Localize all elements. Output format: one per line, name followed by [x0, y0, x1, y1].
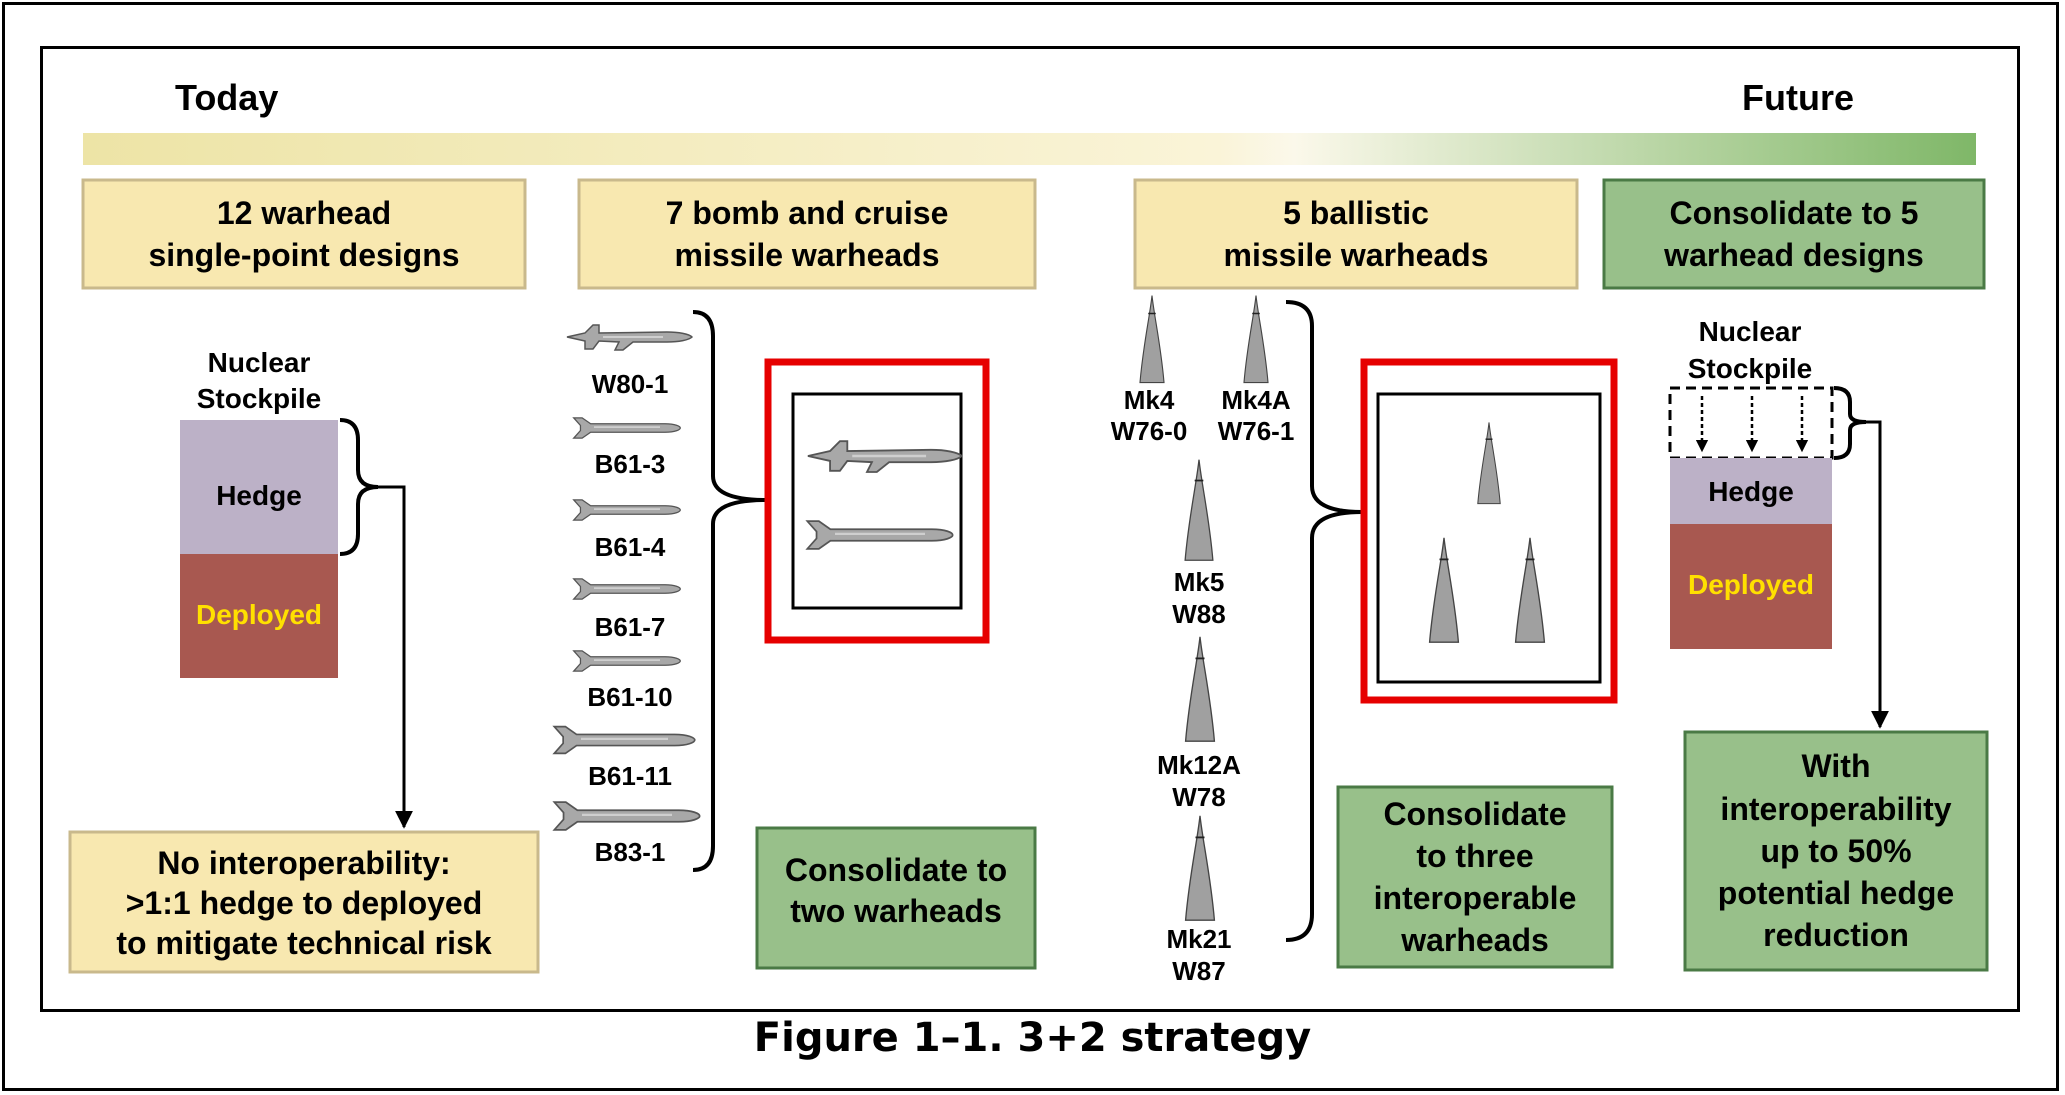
- svg-text:Mk21: Mk21: [1166, 924, 1231, 954]
- brace-future: [1833, 386, 1867, 460]
- consolidated-bomb-cruise: [764, 358, 990, 644]
- brace-bombs: [692, 310, 767, 872]
- svg-text:W87: W87: [1172, 956, 1225, 986]
- timeline-bar: [83, 133, 1976, 165]
- box-consolidate-three: Consolidate to three interoperable warhe…: [1336, 785, 1614, 969]
- arrow-today: [378, 485, 413, 829]
- svg-text:warhead designs: warhead designs: [1663, 237, 1924, 273]
- figure-caption: Figure 1–1. 3+2 strategy: [753, 1015, 1312, 1061]
- svg-text:Stockpile: Stockpile: [197, 383, 321, 414]
- consolidated-ballistic: [1360, 358, 1618, 704]
- reentry-vehicle-icon: [1184, 635, 1216, 743]
- svg-text:W78: W78: [1172, 782, 1225, 812]
- bomb-icon: [572, 416, 682, 440]
- box-single-point-designs: 12 warhead single-point designs: [81, 178, 527, 290]
- svg-text:missile warheads: missile warheads: [674, 237, 939, 273]
- svg-text:reduction: reduction: [1763, 917, 1909, 953]
- box-ballistic-warheads: 5 ballistic missile warheads: [1133, 178, 1579, 290]
- svg-text:Nuclear: Nuclear: [208, 347, 311, 378]
- bomb-icon: [572, 577, 682, 601]
- box-consolidate-two: Consolidate to two warheads: [755, 826, 1037, 970]
- svg-text:to mitigate technical risk: to mitigate technical risk: [116, 925, 491, 961]
- svg-text:up to 50%: up to 50%: [1760, 833, 1911, 869]
- bomb-icon: [553, 725, 696, 755]
- bomb-icon: [572, 649, 682, 673]
- svg-text:missile warheads: missile warheads: [1223, 237, 1488, 273]
- svg-text:potential hedge: potential hedge: [1718, 875, 1954, 911]
- svg-text:5 ballistic: 5 ballistic: [1283, 195, 1429, 231]
- svg-text:Mk4: Mk4: [1124, 385, 1175, 415]
- svg-text:Hedge: Hedge: [216, 480, 302, 511]
- svg-text:Mk12A: Mk12A: [1157, 750, 1241, 780]
- box-bomb-cruise-warheads: 7 bomb and cruise missile warheads: [577, 178, 1037, 290]
- svg-text:No interoperability:: No interoperability:: [157, 845, 450, 881]
- svg-text:warheads: warheads: [1400, 922, 1549, 958]
- label-today: Today: [175, 77, 278, 118]
- stockpile-today: Nuclear Stockpile Hedge Deployed: [180, 347, 338, 678]
- svg-text:two warheads: two warheads: [790, 893, 1002, 929]
- svg-text:to three: to three: [1416, 838, 1533, 874]
- label-b61-4: B61-4: [595, 532, 666, 562]
- svg-text:single-point designs: single-point designs: [148, 237, 459, 273]
- stockpile-future: Nuclear Stockpile Hedge Deployed: [1668, 316, 1834, 649]
- svg-text:7 bomb and cruise: 7 bomb and cruise: [666, 195, 949, 231]
- label-w80-1: W80-1: [592, 369, 669, 399]
- svg-text:Stockpile: Stockpile: [1688, 353, 1812, 384]
- box-interoperability-reduction: With interoperability up to 50% potentia…: [1683, 730, 1989, 972]
- box-consolidate-to-5: Consolidate to 5 warhead designs: [1602, 178, 1986, 290]
- svg-text:Consolidate: Consolidate: [1383, 796, 1566, 832]
- svg-text:interoperable: interoperable: [1374, 880, 1577, 916]
- label-b61-3: B61-3: [595, 449, 666, 479]
- svg-text:W88: W88: [1172, 599, 1225, 629]
- reentry-vehicle-icon: [1184, 458, 1214, 562]
- svg-text:Nuclear: Nuclear: [1699, 316, 1802, 347]
- label-b61-7: B61-7: [595, 612, 666, 642]
- svg-text:Hedge: Hedge: [1708, 476, 1794, 507]
- reentry-vehicle-icon: [1243, 294, 1269, 384]
- arrow-future: [1866, 420, 1889, 729]
- figure-frame: [40, 46, 2020, 1012]
- reentry-vehicle-icon: [1184, 814, 1216, 922]
- box-no-interoperability: No interoperability: >1:1 hedge to deplo…: [68, 830, 540, 974]
- bomb-cruise-list: W80-1 B61-3 B61-4 B61-7 B61-10 B61-11 B8…: [552, 323, 702, 867]
- svg-text:Consolidate to: Consolidate to: [785, 852, 1007, 888]
- svg-text:Consolidate to 5: Consolidate to 5: [1670, 195, 1919, 231]
- svg-text:Deployed: Deployed: [1688, 569, 1814, 600]
- brace-today: [339, 418, 379, 556]
- hedge-segment: [1670, 458, 1832, 524]
- svg-text:Deployed: Deployed: [196, 599, 322, 630]
- svg-text:Mk4A: Mk4A: [1221, 385, 1291, 415]
- ballistic-list: Mk4 W76-0 Mk4A W76-1 Mk5 W88 Mk12A W78 M…: [1111, 294, 1295, 986]
- label-b61-11: B61-11: [588, 761, 672, 791]
- svg-text:interoperability: interoperability: [1720, 791, 1951, 827]
- label-b83-1: B83-1: [595, 837, 666, 867]
- label-future: Future: [1742, 77, 1854, 118]
- reentry-vehicle-icon: [1139, 294, 1165, 384]
- svg-text:W76-1: W76-1: [1218, 416, 1295, 446]
- svg-text:W76-0: W76-0: [1111, 416, 1188, 446]
- svg-text:12 warhead: 12 warhead: [217, 195, 391, 231]
- cruise-missile-icon: [565, 323, 693, 352]
- deployed-segment: [180, 554, 338, 678]
- svg-text:With: With: [1801, 748, 1870, 784]
- hedge-segment: [180, 420, 338, 554]
- bomb-icon: [572, 498, 682, 522]
- bomb-icon: [552, 800, 702, 832]
- deployed-segment: [1670, 524, 1832, 649]
- label-b61-10: B61-10: [587, 682, 672, 712]
- svg-text:Mk5: Mk5: [1174, 567, 1225, 597]
- svg-text:>1:1 hedge to deployed: >1:1 hedge to deployed: [126, 885, 483, 921]
